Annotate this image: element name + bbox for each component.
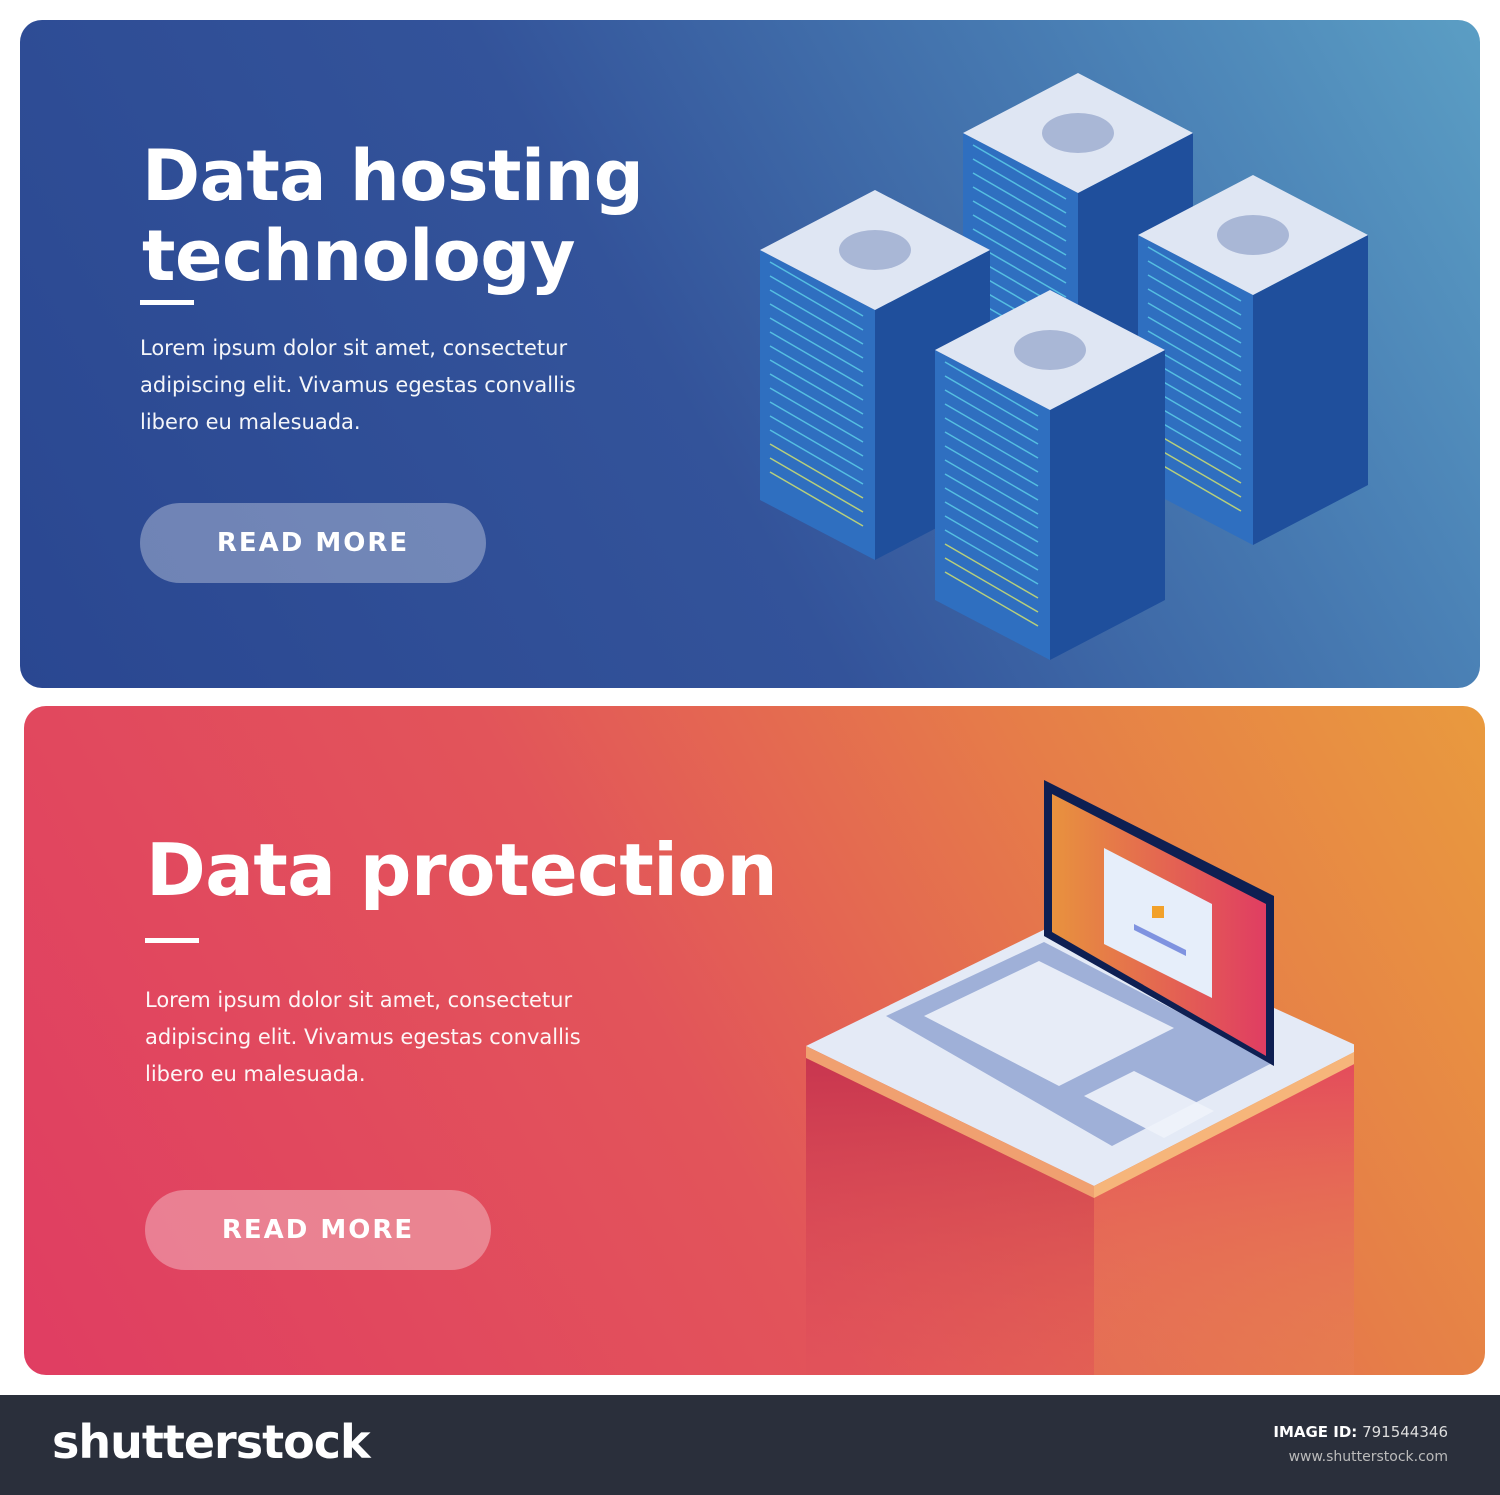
read-more-button[interactable]: READ MORE: [140, 503, 486, 583]
keyboard-keys: [924, 961, 1214, 1138]
server-rack: [1138, 175, 1368, 545]
server-rack: [935, 290, 1165, 660]
title-underline: [145, 938, 199, 943]
image-id: IMAGE ID: 791544346: [1273, 1423, 1448, 1441]
lock-icon: [1152, 906, 1164, 918]
footer: shutterstock IMAGE ID: 791544346 www.shu…: [0, 1395, 1500, 1495]
banner-text: Lorem ipsum dolor sit amet, consectetur …: [140, 336, 576, 434]
shutterstock-logo: shutterstock: [52, 1415, 371, 1469]
login-window: [1104, 848, 1212, 998]
banner-title: Data protection: [146, 828, 778, 912]
title-underline: [140, 300, 194, 305]
banner-text: Lorem ipsum dolor sit amet, consectetur …: [145, 988, 581, 1086]
protection-banner: Data protection Lorem ipsum dolor sit am…: [24, 706, 1485, 1375]
server-racks-illustration: [760, 73, 1368, 660]
site-url: www.shutterstock.com: [1288, 1449, 1448, 1465]
laptop-illustration: [806, 780, 1354, 1375]
server-rack: [760, 190, 990, 560]
read-more-button[interactable]: READ MORE: [145, 1190, 491, 1270]
